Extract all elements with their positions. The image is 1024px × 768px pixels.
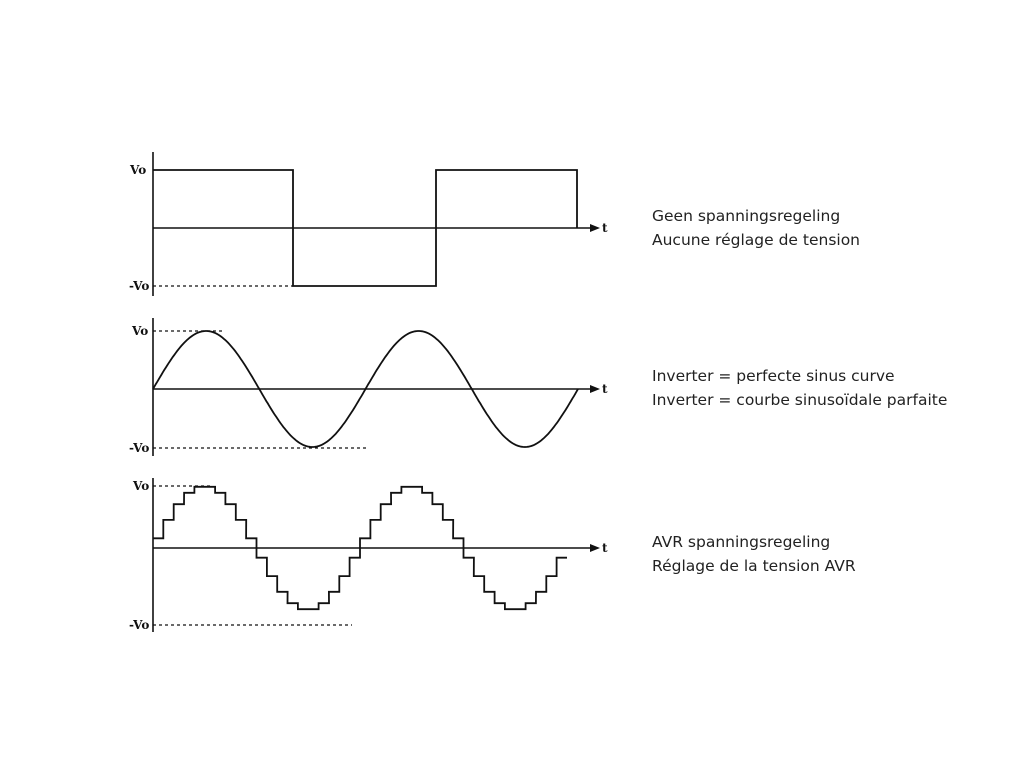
sine-t-label: t: [602, 382, 608, 396]
sine-t-arrow: [590, 385, 600, 393]
square-wave-caption: Geen spanningsregeling Aucune réglage de…: [652, 204, 860, 252]
sine-caption-line-nl: Inverter = perfecte sinus curve: [652, 367, 895, 385]
stepped-t-arrow: [590, 544, 600, 552]
square-wave-panel: t Vo -Vo: [129, 152, 608, 296]
square-neg-vo-label: -Vo: [129, 279, 149, 293]
stepped-wave: [153, 485, 567, 611]
square-t-arrow: [590, 224, 600, 232]
square-vo-label: Vo: [129, 163, 146, 177]
stepped-wave-caption: AVR spanningsregeling Réglage de la tens…: [652, 530, 856, 578]
square-wave: [153, 169, 578, 287]
sine-neg-vo-label: -Vo: [129, 441, 149, 455]
sine-wave: [152, 330, 579, 448]
sine-vo-label: Vo: [131, 324, 148, 338]
sine-wave-panel: t Vo -Vo: [129, 318, 608, 456]
stepped-wave-panel: t Vo -Vo: [129, 478, 608, 632]
stepped-vo-label: Vo: [132, 479, 149, 493]
square-t-label: t: [602, 221, 608, 235]
stepped-neg-vo-label: -Vo: [129, 618, 149, 632]
sine-caption-line-fr: Inverter = courbe sinusoïdale parfaite: [652, 391, 948, 409]
square-caption-line-fr: Aucune réglage de tension: [652, 231, 861, 249]
stepped-caption-line-fr: Réglage de la tension AVR: [652, 557, 856, 575]
stepped-t-label: t: [602, 541, 608, 555]
stepped-caption-line-nl: AVR spanningsregeling: [652, 533, 831, 551]
sine-wave-caption: Inverter = perfecte sinus curve Inverter…: [652, 364, 947, 412]
square-caption-line-nl: Geen spanningsregeling: [652, 207, 841, 225]
